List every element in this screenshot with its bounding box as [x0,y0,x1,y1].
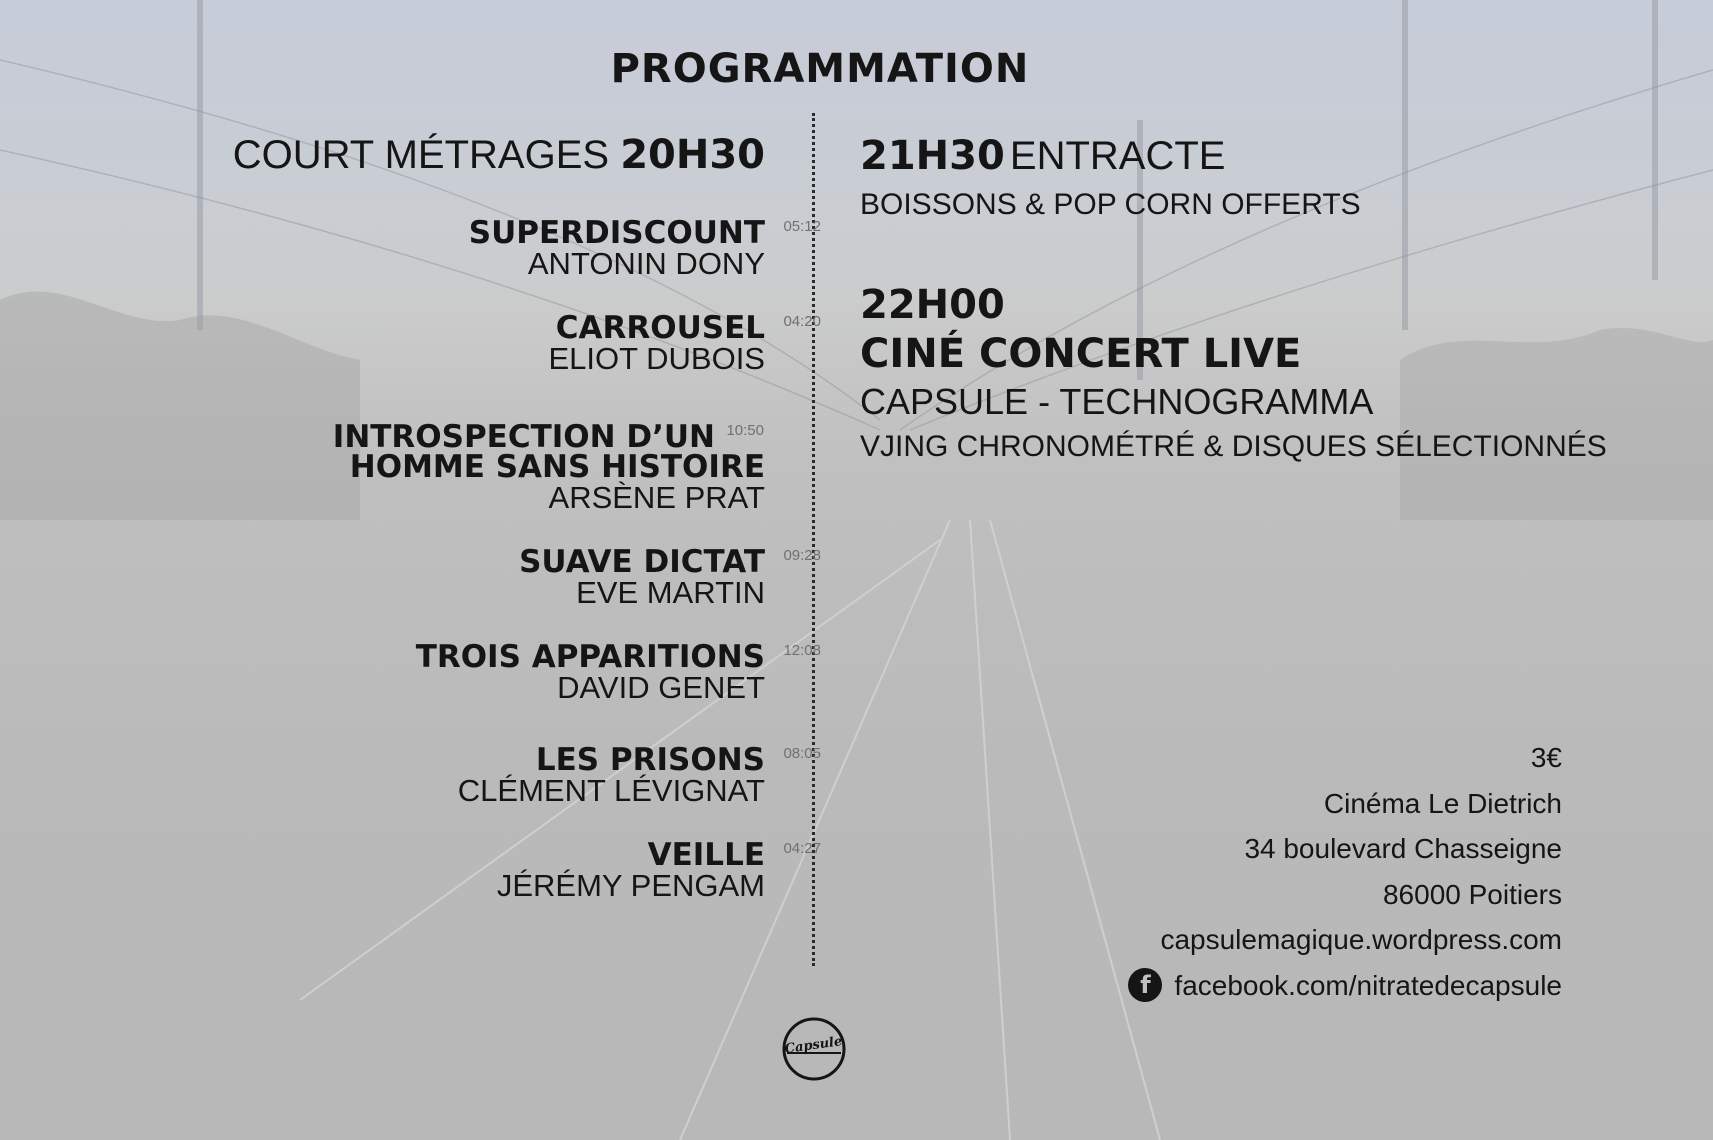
film-title: SUAVE DICTAT [519,544,765,580]
practical-info: 3€ Cinéma Le Dietrich 34 boulevard Chass… [1128,735,1562,1008]
film-director: ANTONIN DONY [527,246,765,281]
page-title: PROGRAMMATION [610,46,1030,92]
concert-time: 22H00 [860,282,1005,328]
column-divider [812,113,815,966]
film-duration: 09:28 [783,547,821,564]
film-director: ARSÈNE PRAT [548,480,765,515]
intermission-time: 21H30 [860,133,1005,179]
facebook-url: facebook.com/nitratedecapsule [1174,969,1562,1001]
film-director: CLÉMENT LÉVIGNAT [457,773,765,808]
film-title: SUPERDISCOUNT [468,215,765,251]
film-item: VEILLE JÉRÉMY PENGAM 04:27 [496,837,821,903]
film-duration: 08:05 [783,745,821,762]
shorts-heading-label: COURT MÉTRAGES [232,133,610,177]
film-duration: 04:20 [783,313,821,330]
film-director: EVE MARTIN [576,575,765,610]
film-title: TROIS APPARITIONS [415,639,765,675]
shorts-heading-time: 20H30 [620,132,765,178]
film-item: INTROSPECTION D’UN HOMME SANS HISTOIRE A… [333,422,765,514]
concert-detail: VJING CHRONOMÉTRÉ & DISQUES SÉLECTIONNÉS [860,430,1607,463]
film-item: LES PRISONS CLÉMENT LÉVIGNAT 08:05 [457,742,821,808]
film-title-line2: HOMME SANS HISTOIRE [349,449,765,485]
film-title: LES PRISONS [535,742,765,778]
film-duration: 12:08 [783,642,821,659]
capsule-logo: Capsule [782,1017,846,1081]
venue-name: Cinéma Le Dietrich [1323,787,1562,819]
film-item: SUAVE DICTAT EVE MARTIN 09:28 [519,544,821,610]
facebook-icon: f [1128,968,1163,1003]
film-title: VEILLE [647,837,765,873]
film-item: TROIS APPARITIONS DAVID GENET 12:08 [415,639,821,705]
facebook-link[interactable]: f facebook.com/nitratedecapsule [1128,963,1562,1009]
film-duration: 04:27 [783,840,821,857]
venue-city: 86000 Poitiers [1382,878,1562,910]
price: 3€ [1530,742,1562,773]
film-duration: 10:50 [726,422,764,439]
venue-street: 34 boulevard Chasseigne [1244,833,1562,864]
film-item: SUPERDISCOUNT ANTONIN DONY 05:12 [468,215,821,281]
intermission-heading: 21H30 ENTRACTE [860,132,1225,180]
film-director: JÉRÉMY PENGAM [496,868,765,903]
concert-title: CINÉ CONCERT LIVE [860,331,1302,377]
film-director: DAVID GENET [557,670,765,705]
film-director: ELIOT DUBOIS [548,341,766,376]
film-duration: 05:12 [783,218,821,235]
film-title: CARROUSEL [555,310,765,346]
film-item: CARROUSEL ELIOT DUBOIS 04:20 [548,310,822,376]
intermission-detail: BOISSONS & POP CORN OFFERTS [860,188,1361,221]
concert-artist: CAPSULE - TECHNOGRAMMA [860,381,1374,422]
film-title: INTROSPECTION D’UN [332,419,715,455]
shorts-heading: COURT MÉTRAGES 20H30 [233,132,765,178]
website-link[interactable]: capsulemagique.wordpress.com [1160,924,1562,955]
intermission-label: ENTRACTE [1009,134,1226,178]
